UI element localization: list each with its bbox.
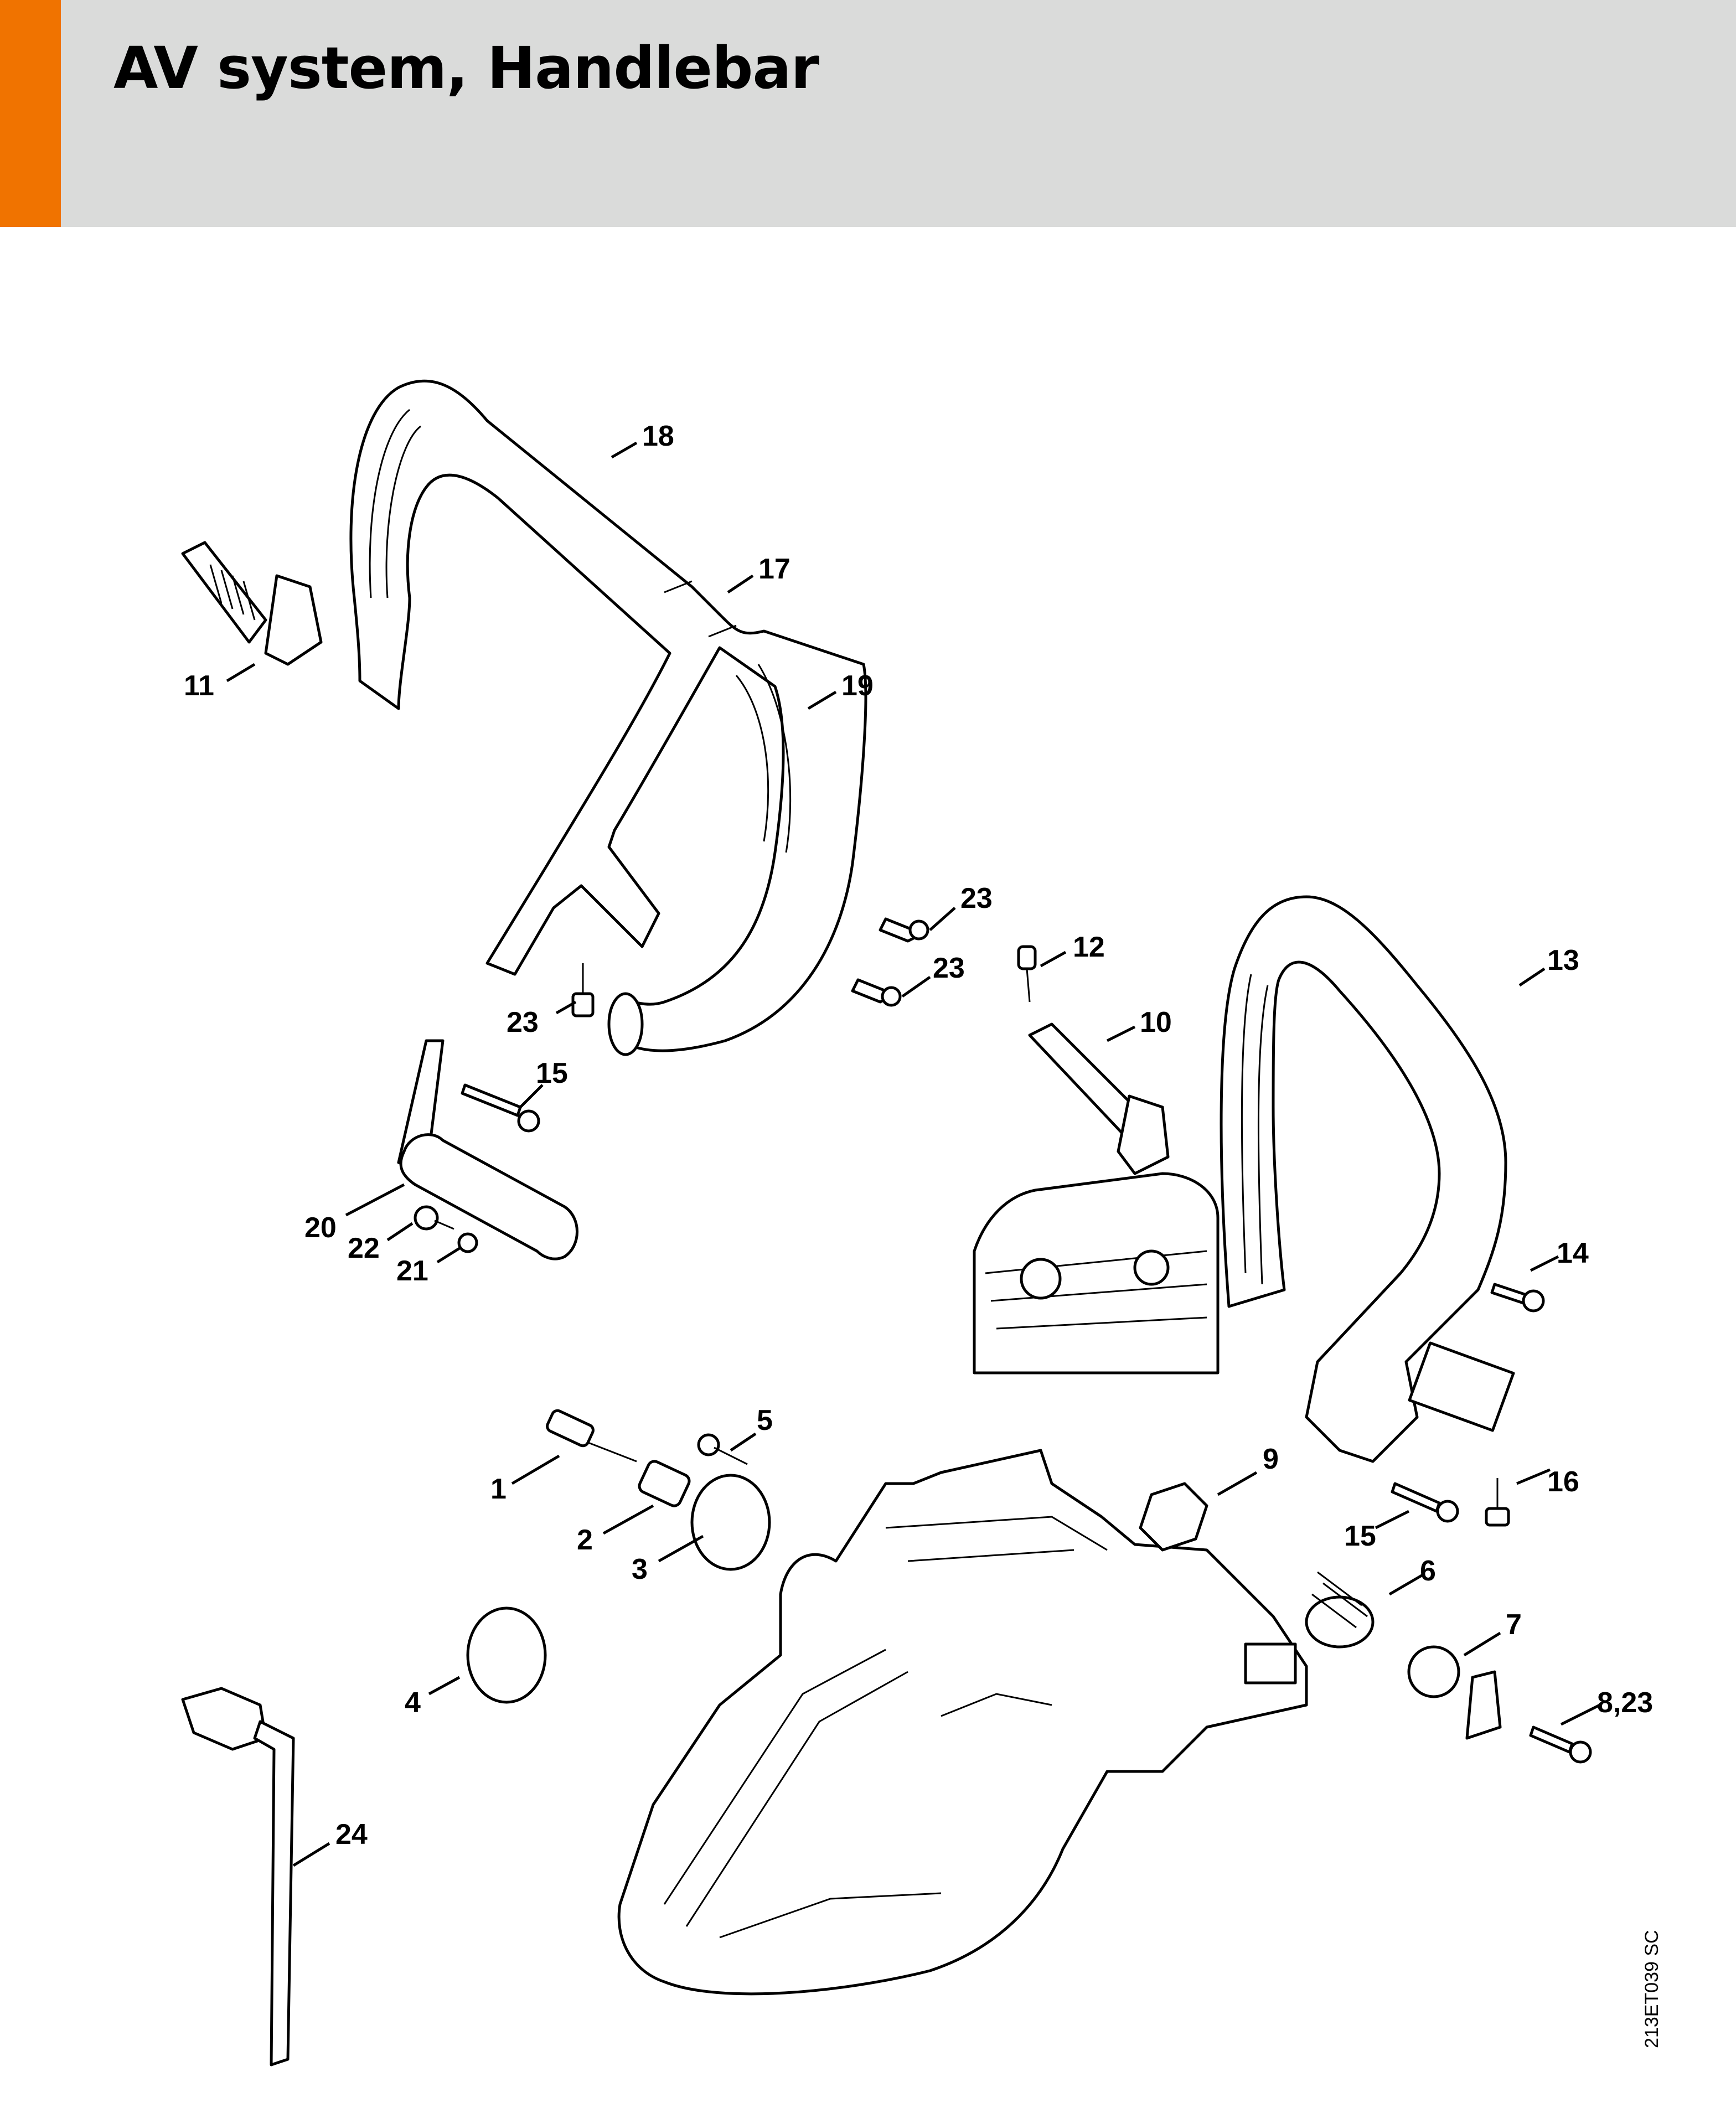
header-accent-bar [0, 0, 61, 227]
callout-21: 21 [396, 1255, 428, 1287]
callout-1: 1 [490, 1473, 507, 1505]
callout-10: 10 [1140, 1006, 1172, 1038]
callout-7: 7 [1506, 1609, 1522, 1641]
callout-17: 17 [758, 553, 790, 585]
page-header: AV system, Handlebar [0, 0, 1736, 227]
leader-lines [226, 441, 1601, 1867]
callout-14: 14 [1557, 1237, 1589, 1269]
main-housing [617, 1449, 1308, 1996]
document-code: 213ET039 SC [1641, 1930, 1662, 2048]
callout-20: 20 [304, 1212, 337, 1244]
callout-18: 18 [642, 420, 674, 452]
callout-3: 3 [632, 1553, 648, 1585]
callout-5: 5 [757, 1404, 773, 1437]
engine-cylinder-view [973, 1172, 1220, 1375]
callout-23a: 23 [960, 882, 993, 914]
callout-23b: 23 [933, 952, 965, 984]
callout-22: 22 [348, 1232, 380, 1264]
av-spring-element-11 [181, 541, 323, 666]
callout-8-23: 8,23 [1597, 1687, 1653, 1719]
callout-12: 12 [1073, 931, 1105, 963]
callout-labels: 18 17 19 11 23 23 23 12 13 10 15 20 22 2… [184, 420, 1653, 1851]
callout-15-left: 15 [536, 1057, 568, 1089]
callout-16: 16 [1547, 1466, 1579, 1498]
rear-handle [1220, 895, 1515, 1463]
callout-23c: 23 [507, 1006, 539, 1038]
callout-4: 4 [405, 1687, 421, 1719]
front-handlebar [349, 379, 867, 1056]
callout-6: 6 [1420, 1555, 1436, 1587]
callout-15-right: 15 [1344, 1520, 1376, 1552]
callout-2: 2 [577, 1524, 593, 1556]
callout-24: 24 [335, 1818, 368, 1851]
small-parts [181, 917, 1592, 2066]
callout-9: 9 [1263, 1443, 1279, 1475]
callout-11: 11 [184, 670, 214, 702]
callout-13: 13 [1547, 944, 1579, 976]
callout-19: 19 [841, 670, 874, 702]
page-title: AV system, Handlebar [113, 34, 819, 102]
